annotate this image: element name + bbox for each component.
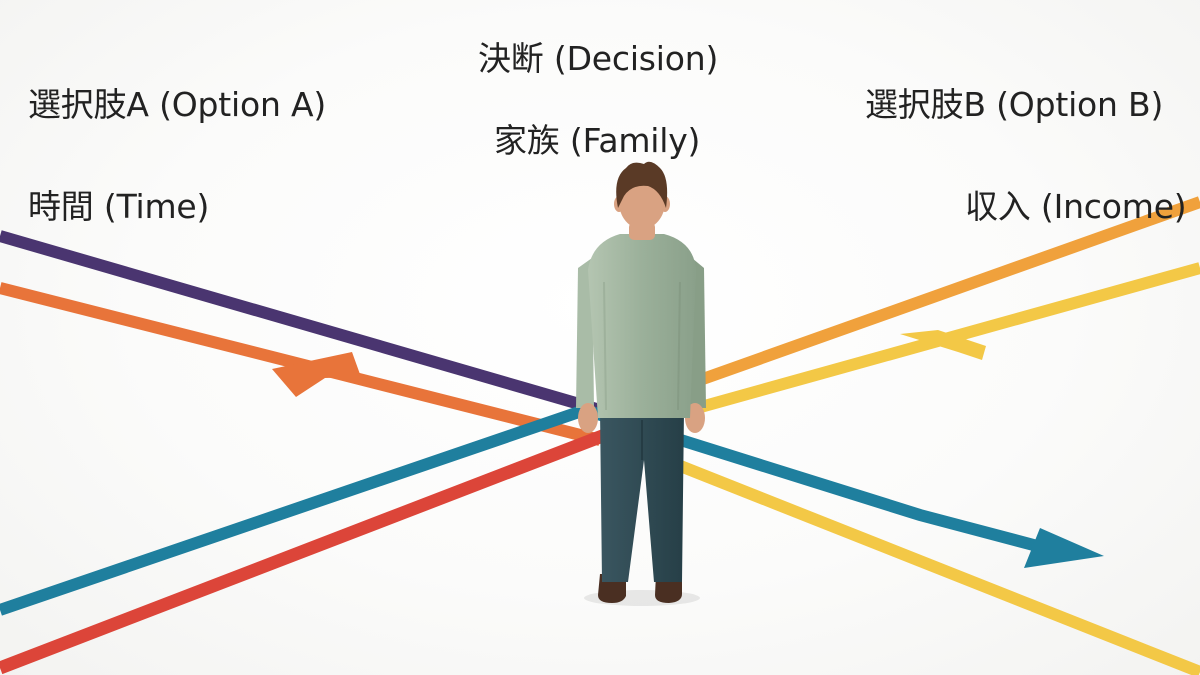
arrow-right-icon [1024,528,1104,568]
amber-path [697,196,1200,386]
person-figure [576,161,706,606]
label-option-b: 選択肢B (Option B) [865,85,1164,124]
hair [616,161,668,208]
label-decision: 決断 (Decision) [478,39,719,78]
teal-path [0,403,1062,616]
label-option-a: 選択肢A (Option A) [28,85,327,124]
red-path [0,428,608,675]
shirt [588,234,696,418]
label-time: 時間 (Time) [28,187,210,226]
arrow-back-icon [900,330,986,360]
yellow-path-lower [632,442,1200,675]
left-hand [578,403,598,433]
left-arm [576,258,594,408]
purple-path [0,230,602,416]
label-income: 収入 (Income) [965,187,1187,226]
pants [600,410,684,582]
label-family: 家族 (Family) [494,121,701,160]
arrow-left-icon [272,352,361,397]
